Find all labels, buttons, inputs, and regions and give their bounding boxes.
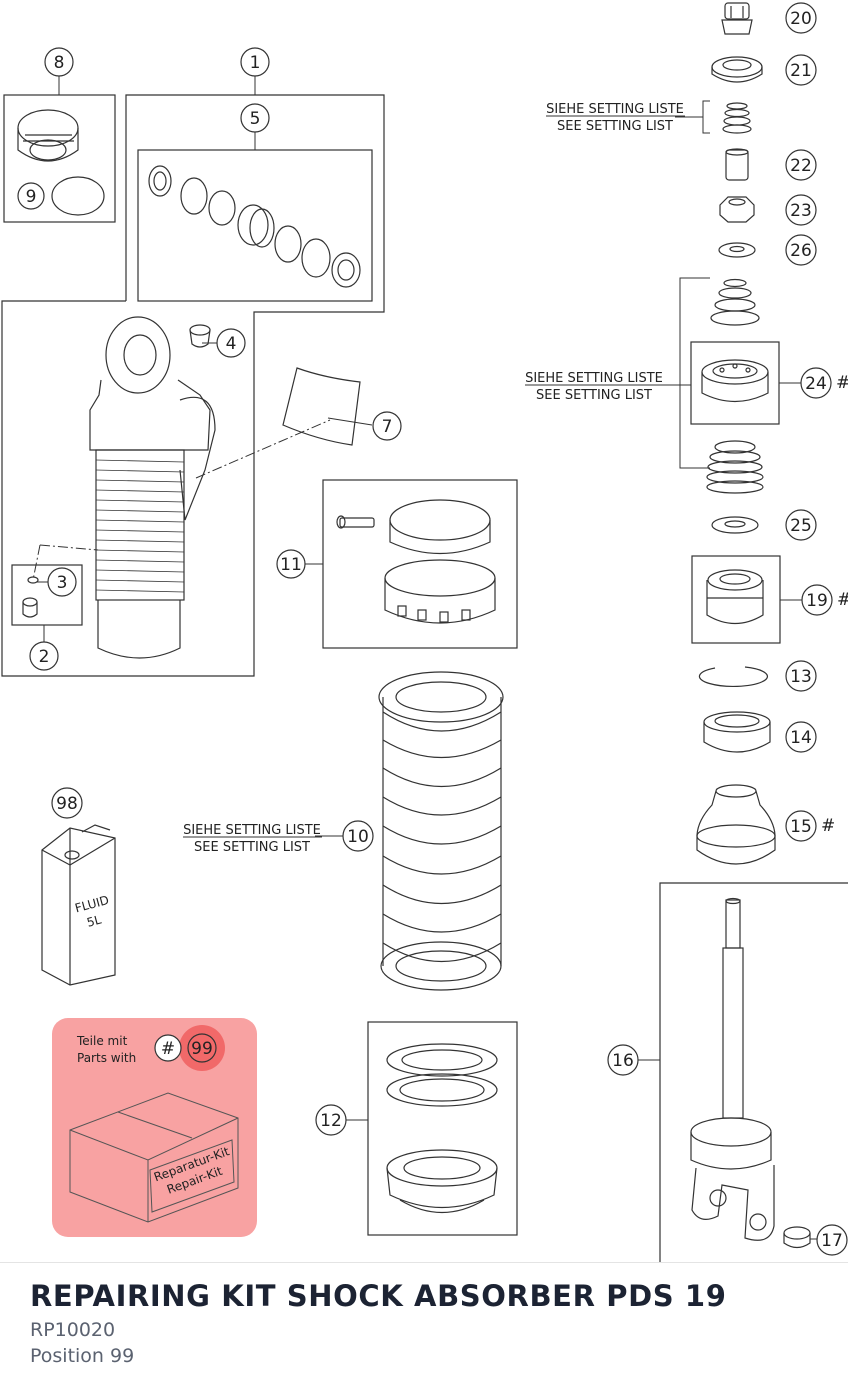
part-12-drawing (386, 1043, 498, 1214)
callout-10[interactable]: 10 (347, 827, 369, 847)
part-1-shock-body (89, 316, 216, 659)
callout-25[interactable]: 25 (790, 516, 812, 536)
callout-17[interactable]: 17 (821, 1231, 843, 1251)
part-25-drawing (711, 516, 759, 534)
callout-24[interactable]: 24 (805, 374, 827, 394)
exploded-parts-diagram: 1 5 8 9 4 3 2 7 11 10 98 12 16 17 20 21 … (1, 2, 848, 1262)
setting-label-spring-de: SIEHE SETTING LISTE (183, 823, 321, 838)
product-footer: REPAIRING KIT SHOCK ABSORBER PDS 19 RP10… (0, 1262, 848, 1391)
callout-13[interactable]: 13 (790, 667, 812, 687)
box-part-12 (367, 1021, 518, 1236)
part-19-drawing (706, 569, 764, 625)
callout-5[interactable]: 5 (250, 109, 261, 129)
callout-4[interactable]: 4 (226, 334, 237, 354)
callout-12[interactable]: 12 (320, 1111, 342, 1131)
box-part-24 (690, 341, 780, 425)
callout-9[interactable]: 9 (26, 187, 37, 207)
setting-shim-stack-lower (706, 440, 764, 494)
callout-98[interactable]: 98 (56, 794, 78, 814)
part-20-drawing (721, 2, 753, 35)
callout-11[interactable]: 11 (280, 555, 302, 575)
callout-15[interactable]: 15 (790, 817, 812, 837)
callout-22[interactable]: 22 (790, 156, 812, 176)
setting-label-mid-de: SIEHE SETTING LISTE (525, 371, 663, 386)
part-21-drawing (711, 56, 763, 83)
part-23-drawing (719, 196, 755, 223)
part-13-drawing (698, 666, 768, 687)
callout-99[interactable]: 99 (191, 1039, 213, 1059)
box-part-1 (1, 94, 385, 677)
part-16-drawing (690, 897, 775, 1241)
kit-parts-with-en: Parts with (77, 1051, 136, 1065)
callout-20[interactable]: 20 (790, 9, 812, 29)
part-14-drawing (703, 711, 771, 753)
callout-19[interactable]: 19 (806, 591, 828, 611)
setting-shim-stack-middle (710, 278, 760, 326)
repair-kit-box-drawing (69, 1092, 239, 1223)
part-7-drawing (282, 367, 361, 446)
box-part-11 (322, 479, 518, 649)
box-part-16 (659, 882, 848, 1262)
callout-1[interactable]: 1 (250, 53, 261, 73)
fluid-label-line2: 5L (85, 912, 103, 929)
callout-16[interactable]: 16 (612, 1051, 634, 1071)
box-part-19 (691, 555, 781, 644)
part-5-drawing (148, 165, 361, 288)
callout-26[interactable]: 26 (790, 241, 812, 261)
part-2-drawing (22, 597, 38, 618)
setting-shim-stack-top (722, 102, 752, 134)
kit-hash-mark: # (161, 1039, 175, 1059)
setting-label-spring-en: SEE SETTING LIST (194, 840, 310, 855)
part-9-drawing (51, 176, 105, 216)
hash-mark-15: # (821, 816, 835, 836)
part-10-spring-drawing (378, 671, 504, 991)
part-26-drawing (718, 242, 756, 258)
kit-parts-with-de: Teile mit (76, 1034, 128, 1048)
product-code: RP10020 (30, 1319, 116, 1341)
part-11-drawing (336, 499, 496, 624)
product-position: Position 99 (30, 1345, 135, 1367)
repair-kit-highlight (52, 1018, 257, 1237)
callout-21[interactable]: 21 (790, 61, 812, 81)
part-17-drawing (783, 1226, 811, 1249)
part-4-drawing (189, 324, 211, 348)
hash-mark-24: # (836, 373, 848, 393)
setting-label-top-en: SEE SETTING LIST (557, 119, 673, 134)
callout-3[interactable]: 3 (57, 573, 68, 593)
part-8-drawing (17, 109, 79, 162)
part-15-drawing (696, 784, 776, 865)
setting-label-mid-en: SEE SETTING LIST (536, 388, 652, 403)
part-98-fluid-can (41, 824, 116, 986)
callout-14[interactable]: 14 (790, 728, 812, 748)
kit-badge-99-glow (179, 1025, 225, 1071)
box-part-5 (137, 149, 373, 302)
hash-mark-19: # (837, 590, 848, 610)
box-part-2 (11, 564, 83, 626)
callout-7[interactable]: 7 (382, 417, 393, 437)
part-22-drawing (725, 148, 749, 181)
callout-23[interactable]: 23 (790, 201, 812, 221)
setting-label-top-de: SIEHE SETTING LISTE (546, 102, 684, 117)
callout-8[interactable]: 8 (54, 53, 65, 73)
part-24-drawing (701, 359, 769, 402)
product-title: REPAIRING KIT SHOCK ABSORBER PDS 19 (30, 1279, 727, 1313)
part-3-drawing (27, 576, 39, 584)
callout-2[interactable]: 2 (39, 647, 50, 667)
fluid-label-line1: FLUID (73, 893, 110, 915)
